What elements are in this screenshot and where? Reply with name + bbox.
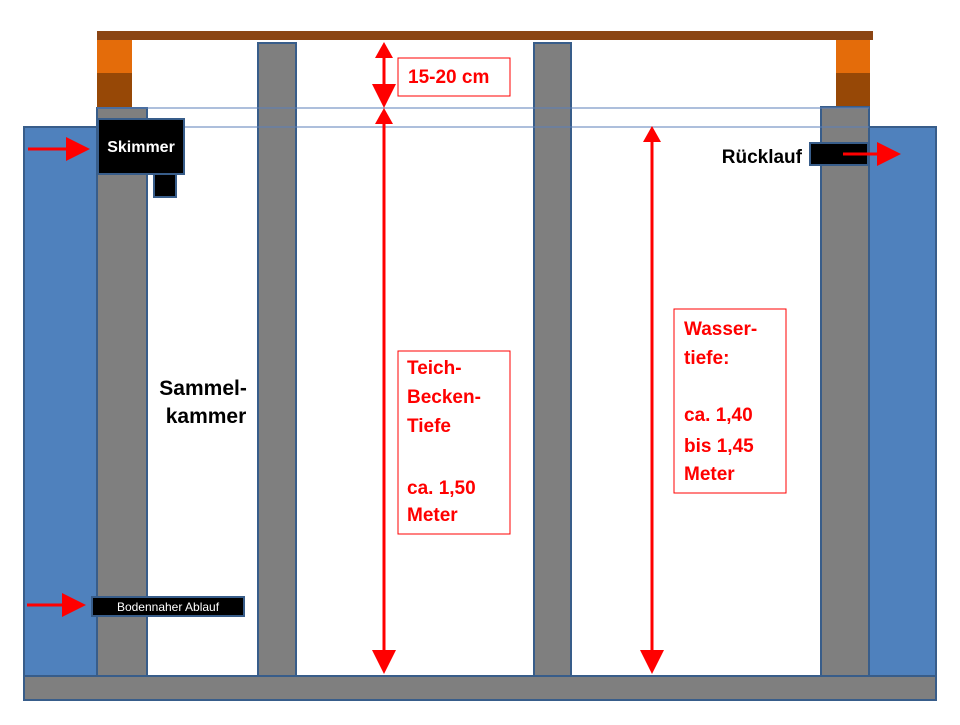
bodenablauf-box [91, 596, 245, 617]
top-beam [97, 31, 873, 40]
water-depth-arrowhead-up [643, 126, 661, 142]
top-gap-arrowhead-up [375, 42, 393, 58]
skimmer-label: Skimmer [107, 139, 175, 156]
water-depth-line-5: bis 1,45 [684, 436, 754, 457]
right-chamber-wall [820, 106, 870, 677]
left-post-bottom [97, 73, 132, 108]
right-post-top [836, 40, 870, 73]
water-depth-label: Wasser- tiefe: ca. 1,40 bis 1,45 Meter [684, 319, 763, 485]
water-depth-box [673, 308, 787, 494]
left-outer-wall [23, 126, 99, 679]
water-depth-line-1: Wasser- [684, 319, 757, 340]
top-gap-box [397, 57, 511, 97]
basin-depth-line-1: Teich- [407, 358, 462, 379]
bottom-slab [23, 675, 937, 701]
left-chamber-wall [96, 107, 148, 677]
sammelkammer-line-2: kammer [166, 405, 247, 428]
left-post-top [97, 40, 132, 73]
right-outer-wall [867, 126, 937, 679]
pillar-2 [257, 42, 297, 677]
skimmer-pipe [153, 173, 177, 198]
top-gap-label: 15-20 cm [408, 67, 489, 88]
sammelkammer-label: Sammel- kammer [159, 377, 252, 428]
ruecklauf-label: Rücklauf [722, 147, 803, 168]
basin-depth-label: Teich- Becken- Tiefe ca. 1,50 Meter [407, 358, 486, 526]
water-depth-line-4: ca. 1,40 [684, 405, 753, 426]
bodenablauf-label: Bodennaher Ablauf [117, 600, 220, 614]
basin-depth-line-2: Becken- [407, 387, 481, 408]
sammelkammer-line-1: Sammel- [159, 377, 247, 400]
basin-depth-line-5: ca. 1,50 [407, 478, 476, 499]
water-depth-line-6: Meter [684, 464, 735, 485]
right-post-bottom [836, 73, 870, 108]
skimmer-box [97, 118, 185, 175]
basin-depth-line-6: Meter [407, 505, 458, 526]
basin-depth-line-3: Tiefe [407, 416, 451, 437]
water-depth-line-2: tiefe: [684, 348, 729, 369]
basin-depth-box [397, 350, 511, 535]
basin-depth-arrowhead-up [375, 108, 393, 124]
pillar-3 [533, 42, 572, 677]
